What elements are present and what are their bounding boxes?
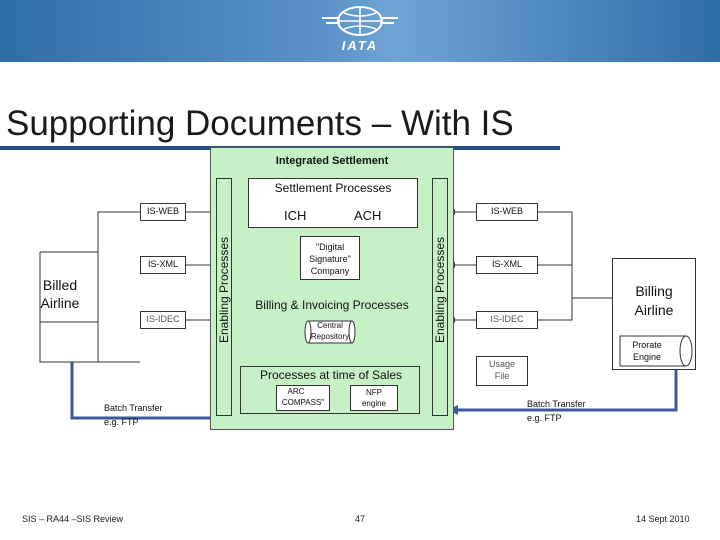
enabling-processes-left-label: Enabling Processes (217, 236, 231, 344)
left-is-web-box (140, 203, 186, 221)
globe-icon (322, 6, 398, 36)
right-is-idec-label: IS-IDEC (490, 314, 524, 324)
enabling-processes-left-bar (216, 178, 232, 416)
left-is-idec-box (140, 311, 186, 329)
arc-compass-line2: COMPASS" (281, 398, 325, 407)
ach-label: ACH (354, 208, 382, 223)
ich-label: ICH (284, 208, 307, 223)
central-repository-cylinder (304, 320, 356, 344)
time-of-sales-label: Processes at time of Sales (259, 368, 403, 382)
usage-file-box (476, 356, 528, 386)
footer-page-number: 47 (355, 514, 366, 524)
digital-signature-line2: Signature" (309, 254, 351, 264)
integrated-settlement-label: Integrated Settlement (275, 155, 389, 167)
right-is-web-label: IS-WEB (490, 206, 523, 216)
right-is-xml-label: IS-XML (491, 259, 522, 269)
right-batch-transfer-line1: Batch Transfer (527, 399, 586, 409)
digital-signature-box (300, 236, 360, 280)
billed-airline-line1: Billed (42, 277, 78, 293)
left-batch-transfer-line2: e.g. FTP (104, 417, 139, 427)
header-banner: IATA (0, 0, 720, 62)
billing-airline-line2: Airline (634, 302, 674, 318)
prorate-engine-line2: Engine (632, 352, 662, 362)
billed-airline-bracket (97, 211, 140, 363)
right-is-xml-box (476, 256, 538, 274)
iata-logo: IATA (318, 4, 402, 58)
central-repository-line1: Central (317, 321, 343, 330)
left-is-xml-box (140, 256, 186, 274)
settlement-processes-box (248, 178, 418, 228)
enabling-processes-right-bar (432, 178, 448, 416)
right-batch-transfer-line2: e.g. FTP (527, 413, 562, 423)
left-is-xml-label: IS-XML (147, 259, 178, 269)
central-repository-line2: Repository (310, 332, 350, 341)
page-title: Supporting Documents – With IS (6, 104, 514, 143)
nfp-engine-line1: NFP (366, 388, 382, 397)
prorate-engine-line1: Prorate (632, 340, 662, 350)
left-is-idec-label: IS-IDEC (146, 314, 180, 324)
arc-compass-box (276, 385, 330, 411)
billed-airline-line2: Airline (40, 295, 80, 311)
usage-file-line2: File (494, 371, 510, 381)
prorate-engine-cylinder (619, 335, 693, 367)
time-of-sales-box (240, 366, 420, 414)
footer-left: SIS – RA44 –SIS Review (22, 514, 124, 524)
nfp-engine-box (350, 385, 398, 411)
billing-airline-line1: Billing (635, 283, 673, 299)
billing-invoicing-label: Billing & Invoicing Processes (255, 298, 409, 312)
settlement-processes-label: Settlement Processes (274, 181, 392, 195)
left-batch-transfer-line1: Batch Transfer (104, 403, 163, 413)
arc-compass-line1: ARC (287, 387, 305, 396)
footer-date: 14 Sept 2010 (636, 514, 690, 524)
right-is-idec-box (476, 311, 538, 329)
left-is-web-label: IS-WEB (146, 206, 179, 216)
nfp-engine-line2: engine (361, 399, 387, 408)
digital-signature-line3: Company (310, 266, 350, 276)
usage-file-line1: Usage (488, 359, 515, 369)
digital-signature-line1: "Digital (315, 242, 345, 252)
enabling-processes-right-label: Enabling Processes (433, 236, 447, 344)
logo-text: IATA (341, 38, 379, 53)
right-is-web-box (476, 203, 538, 221)
